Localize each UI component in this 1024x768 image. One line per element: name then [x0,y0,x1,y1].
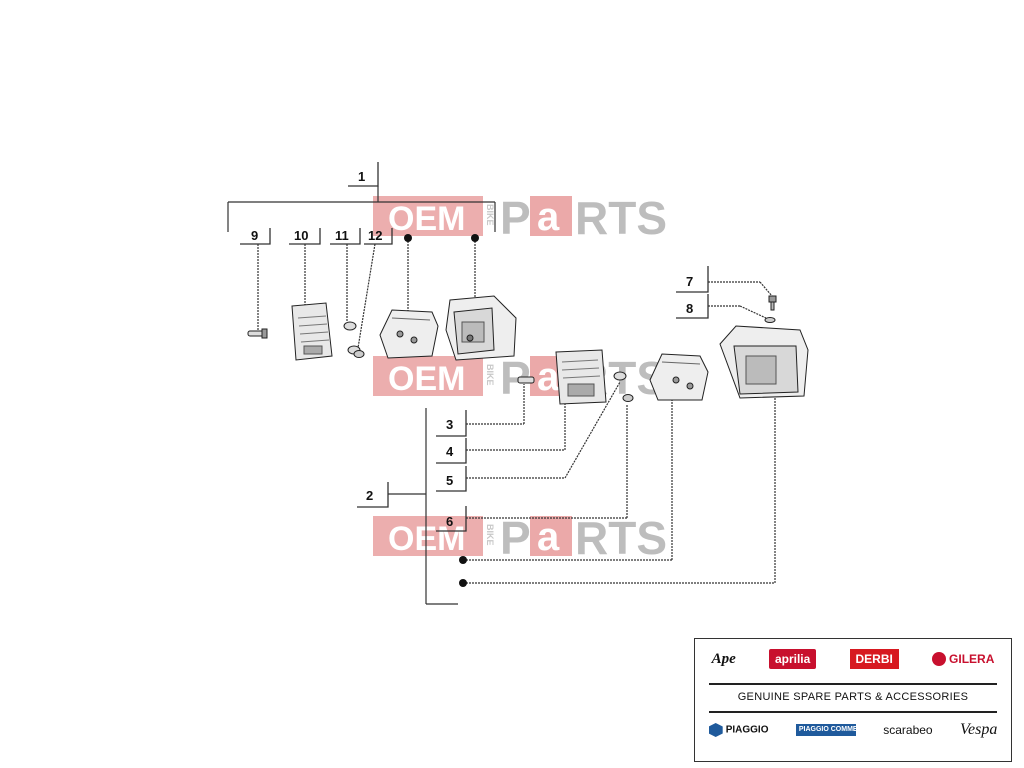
callout-2[interactable]: 2 [357,482,389,508]
callout-4[interactable]: 4 [436,438,467,464]
svg-text:a: a [537,195,560,239]
part-lamp-housing [445,295,517,361]
svg-text:a: a [537,355,560,399]
watermark-bottom: OEM BIKE P a RTS [373,512,667,564]
svg-text:6: 6 [446,514,453,529]
brand-tagline: GENUINE SPARE PARTS & ACCESSORIES [737,691,969,703]
derbi-logo: DERBI [849,649,899,669]
svg-text:12: 12 [368,228,382,243]
brand-row-bottom: PIAGGIO PIAGGIO COMMERCIAL VEHICLES scar… [695,721,1011,739]
svg-text:7: 7 [686,274,693,289]
ape-logo: Ape [711,650,736,667]
watermark-top: OEM BIKE P a RTS [373,192,667,244]
svg-text:9: 9 [251,228,258,243]
part-bulb-12 [353,350,365,358]
part-screw-3 [517,376,535,384]
svg-text:1: 1 [358,169,365,184]
callout-11[interactable]: 11 [330,228,361,245]
callout-3[interactable]: 3 [436,410,467,437]
part-screw-7 [768,295,777,311]
aprilia-logo: aprilia [768,649,817,669]
part-bulb-5 [613,371,627,381]
callout-9[interactable]: 9 [240,228,271,245]
svg-text:5: 5 [446,473,453,488]
gilera-emblem-icon [932,652,947,667]
gilera-logo: GILERA [932,652,994,667]
svg-text:OEM: OEM [388,360,465,398]
brand-row-top: Ape aprilia DERBI GILERA [695,649,1011,669]
piaggio-commercial-vehicles-logo: PIAGGIO COMMERCIAL VEHICLES [795,724,916,736]
brand-divider-bottom [709,711,997,713]
svg-text:a: a [537,515,560,559]
junction-dots [404,234,479,587]
part-lamp-holder [379,309,439,359]
svg-text:8: 8 [686,301,693,316]
callout-8[interactable]: 8 [676,294,709,319]
svg-text:BIKE: BIKE [485,364,495,386]
callout-7[interactable]: 7 [676,266,709,293]
brand-panel: Ape aprilia DERBI GILERA GENUINE SPARE P… [694,638,1012,762]
leader-lines [227,186,776,605]
svg-text:11: 11 [335,228,349,243]
svg-text:RTS: RTS [575,192,667,244]
svg-text:BIKE: BIKE [485,204,495,226]
part-bulb-11 [343,321,361,355]
part-washer-8 [764,317,776,323]
piaggio-shield-icon [708,723,723,737]
svg-text:BIKE: BIKE [485,524,495,546]
svg-text:OEM: OEM [388,520,465,558]
part-lens-10 [291,302,333,361]
callout-1[interactable]: 1 [348,162,379,187]
part-screw-9 [247,328,268,339]
svg-text:RTS: RTS [575,512,667,564]
svg-text:OEM: OEM [388,200,465,238]
part-lamp-housing-2 [719,325,809,399]
brand-divider-top [709,683,997,685]
callout-10[interactable]: 10 [289,228,321,245]
part-bulb-6 [622,394,634,402]
svg-text:3: 3 [446,417,453,432]
callout-5[interactable]: 5 [436,466,467,492]
svg-text:4: 4 [446,444,454,459]
callout-6[interactable]: 6 [436,506,467,532]
piaggio-logo: PIAGGIO [708,723,768,737]
part-lamp-holder-2 [649,353,709,401]
svg-text:P: P [500,192,531,244]
vespa-logo: Vespa [959,721,998,738]
scarabeo-logo: scarabeo [883,723,933,737]
svg-text:P: P [500,512,531,564]
callout-12[interactable]: 12 [364,228,393,245]
svg-text:10: 10 [294,228,308,243]
svg-text:2: 2 [366,488,373,503]
part-lens-4 [555,349,607,405]
